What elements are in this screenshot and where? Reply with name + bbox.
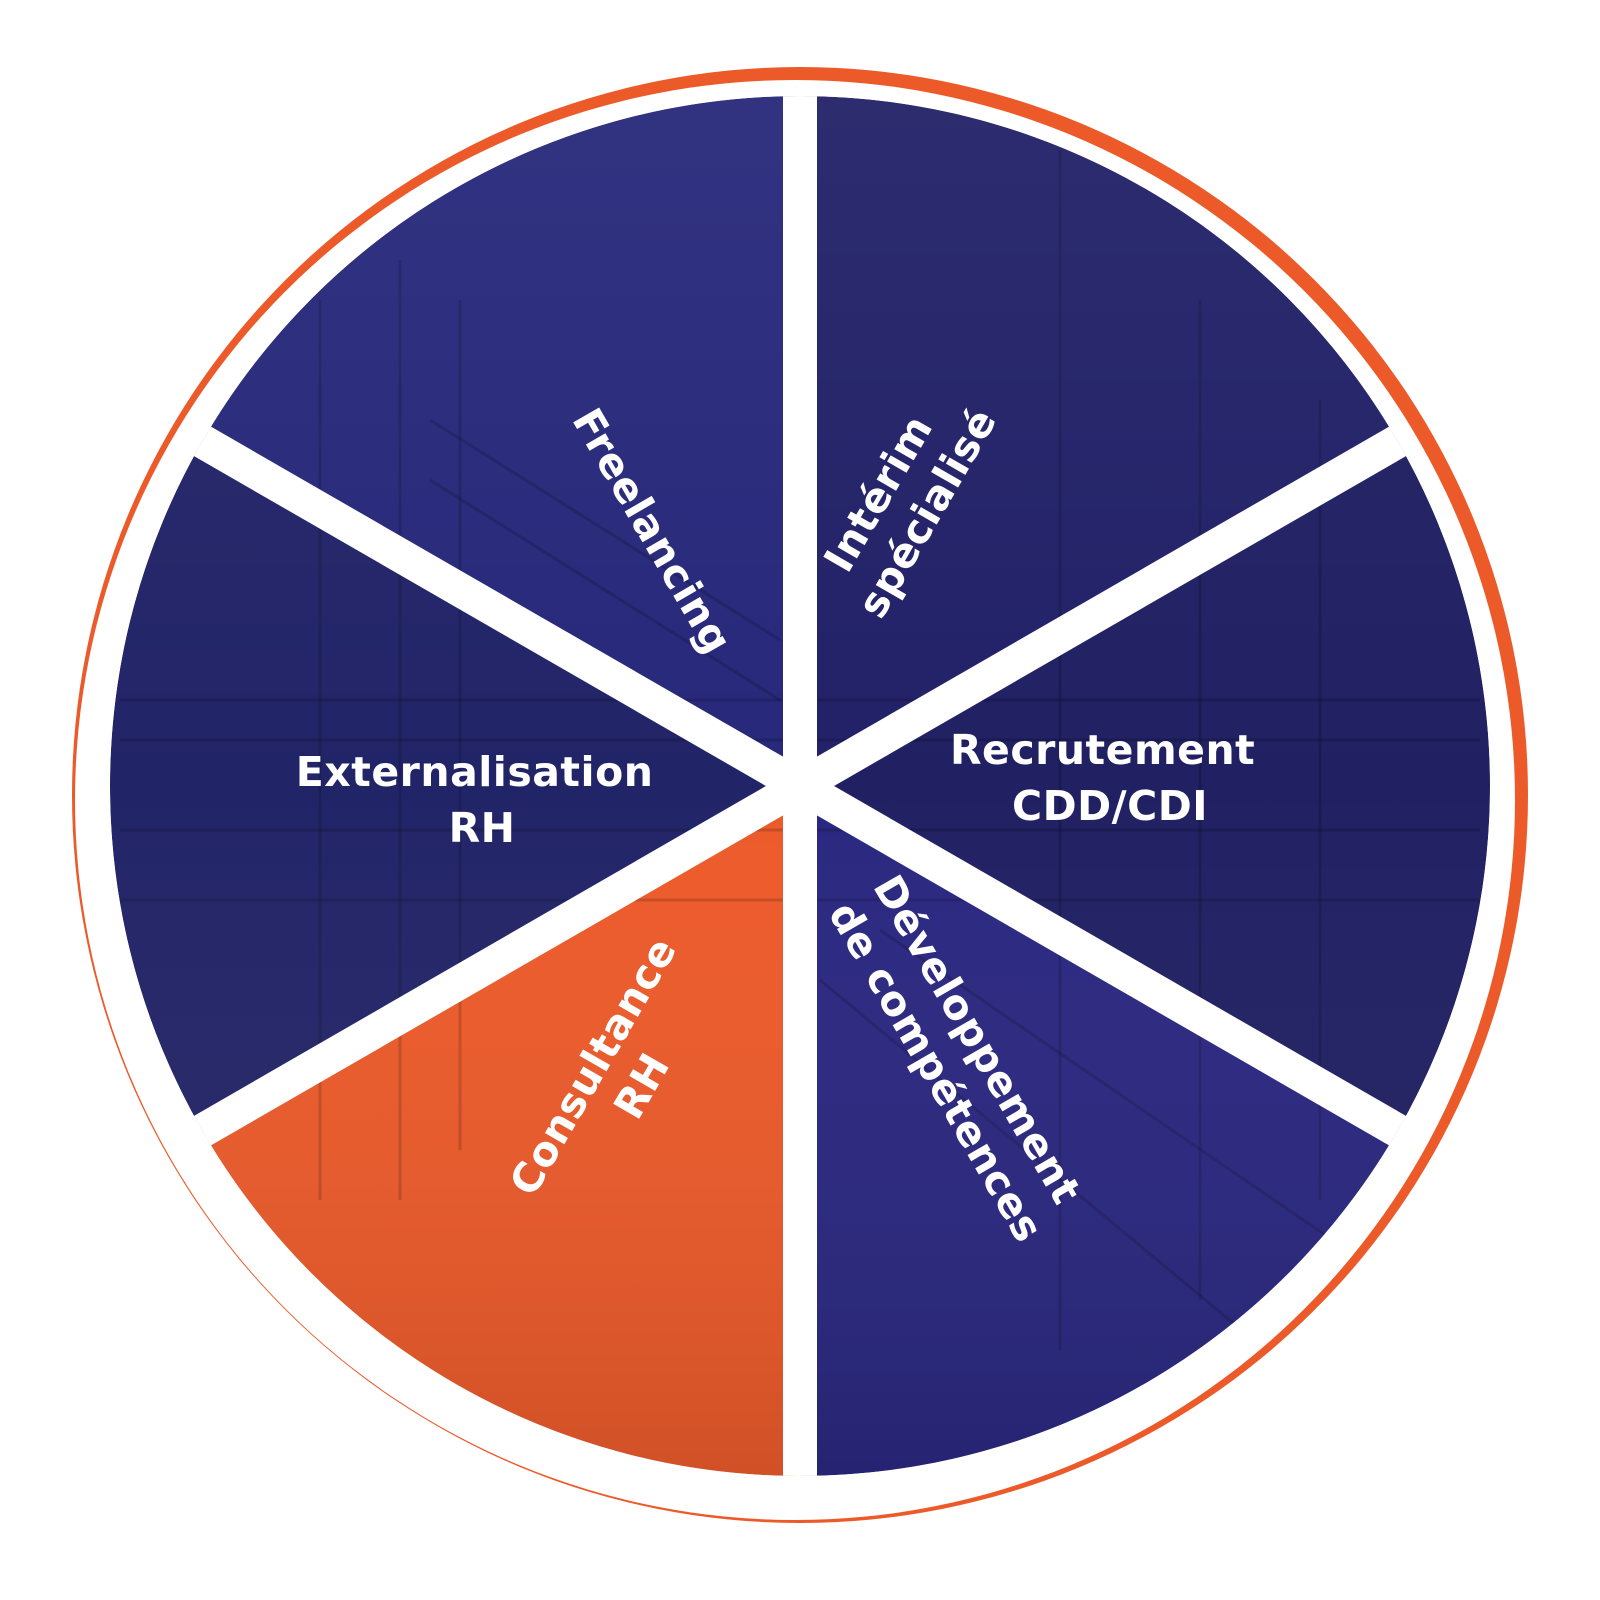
label-recrutement: Recrutement CDD/CDI <box>950 726 1270 830</box>
label-externalisation: Externalisation RH <box>296 748 668 852</box>
segments-group <box>110 96 1490 1476</box>
segment-dividers <box>179 96 1421 1476</box>
